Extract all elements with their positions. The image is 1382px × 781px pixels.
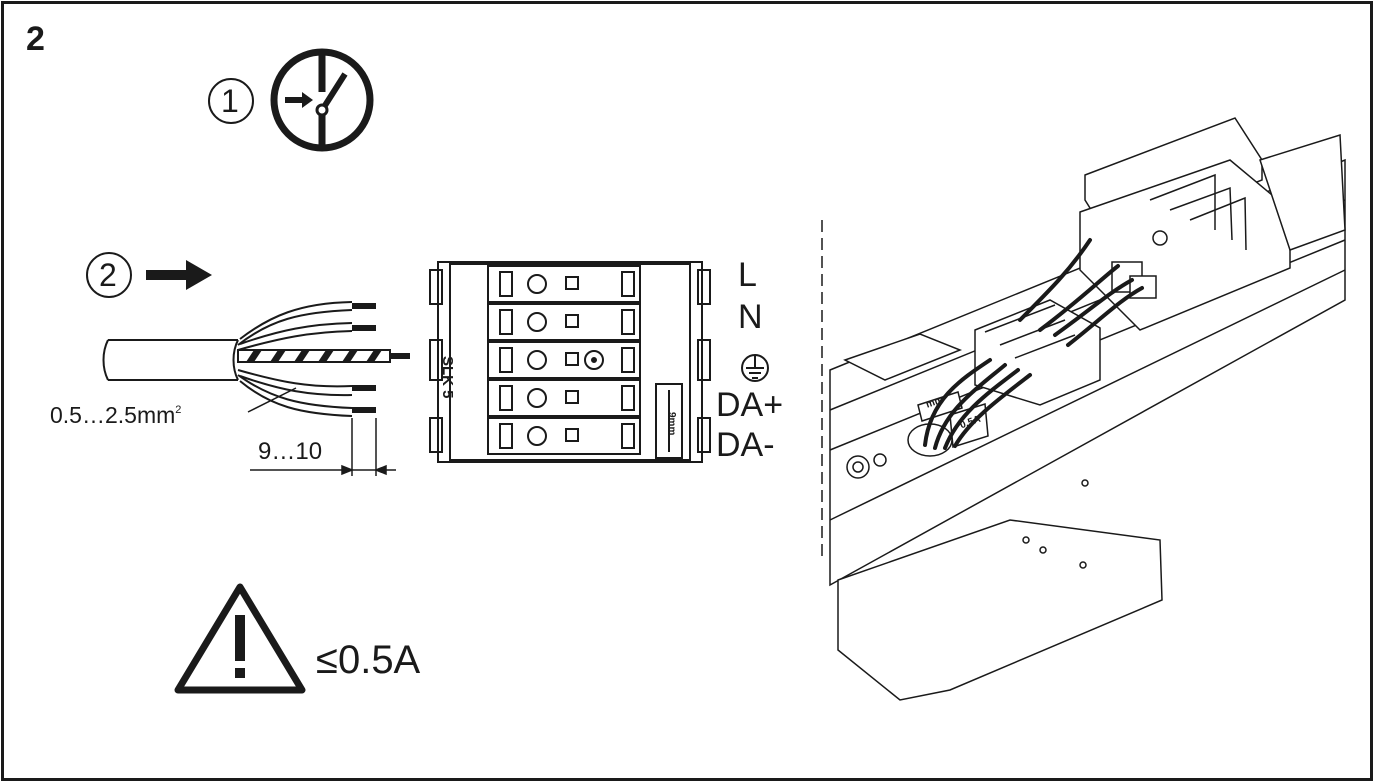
step2-marker: 2 [99,257,117,293]
insert-arrow-icon [146,260,212,290]
terminal-da-minus: DA- [716,426,775,464]
slk5-connector [429,261,711,463]
wire-cross-section: 0.5…2.5mm2 [50,402,182,428]
warning-icon [174,583,306,694]
connector-row-5 [487,417,641,455]
strip-length-label: 9…10 [258,438,323,465]
strip-gauge-label: 9mm [666,412,677,436]
step1-marker: 1 [221,83,239,119]
connector-row-1 [487,265,641,303]
step1-circle [208,78,254,124]
step2-circle [86,252,132,298]
step-number: 2 [26,20,45,58]
current-limit: ≤0.5A [316,638,421,682]
connector-row-2 [487,303,641,341]
power-disconnect-icon [270,48,374,152]
conductor-ends [352,303,376,413]
connector-row-3 [487,341,641,379]
connector-model: SLK 5 [439,356,456,399]
luminaire-illustration [829,117,1346,701]
connector-row-4 [487,379,641,417]
terminal-da-plus: DA+ [716,386,784,424]
strip-length-dimension [247,387,396,476]
instruction-diagram [86,48,1346,701]
terminal-n: N [738,298,763,336]
strip-gauge [655,383,683,459]
protective-earth-icon [741,354,769,382]
terminal-l: L [738,256,757,294]
wiring-harness [923,238,1144,450]
stripped-cable [102,301,353,417]
earth-wire [237,349,410,363]
